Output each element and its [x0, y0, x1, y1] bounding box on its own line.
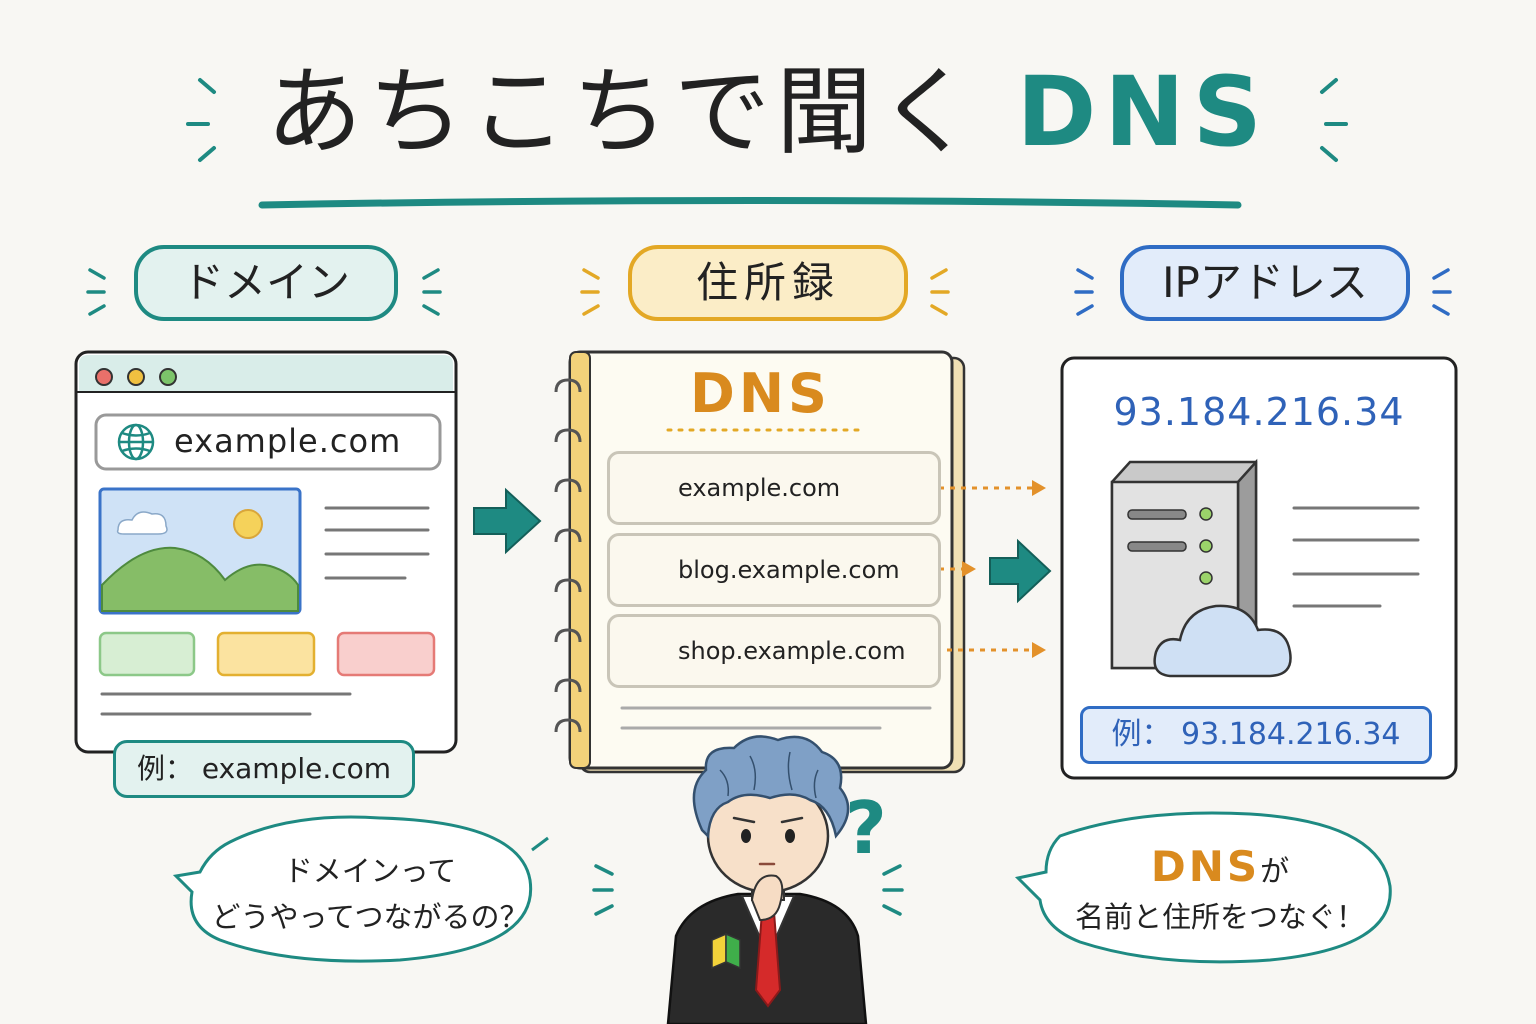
entry-row: example.com [607, 451, 941, 525]
ip-example: 例： 93.184.216.34 [1080, 706, 1432, 764]
pill-sparkles-domain [86, 268, 442, 316]
green-button-shape [98, 631, 196, 677]
ip-address-label: IPアドレス [1120, 245, 1410, 321]
arrow-right-icon [473, 487, 542, 555]
title-sparkles [186, 78, 1348, 162]
cloud-icon [1153, 604, 1292, 678]
arrow-right-icon [989, 538, 1052, 604]
bubble-right-line2: 名前と住所をつなぐ！ [1074, 900, 1365, 934]
pill-sparkles-addr [580, 268, 950, 316]
pill-sparkles-ip [1074, 268, 1452, 316]
server-text-lines [1292, 506, 1420, 608]
red-button-shape [336, 631, 436, 677]
speech-bubble-left-text: ドメインって どうやってつながるの？ [205, 848, 535, 940]
yellow-button-shape [216, 631, 316, 677]
domain-label: ドメイン [134, 245, 398, 321]
domain-example: 例： example.com [113, 740, 415, 798]
landscape-image [98, 487, 302, 615]
character-sparkles [592, 864, 904, 916]
page-title: あちこちで聞く DNS [0, 52, 1536, 172]
entry-domain: shop.example.com [678, 637, 906, 665]
arrowhead-icon [962, 561, 976, 577]
bubble-left-line2: どうやってつながるの？ [211, 900, 529, 934]
speech-bubble-left [172, 815, 533, 963]
server-card [1060, 356, 1458, 780]
title-underline [258, 197, 1242, 209]
speech-bubble-right [1014, 811, 1392, 964]
window-close-dot [95, 368, 113, 386]
address-book-label: 住所録 [628, 245, 908, 321]
bubble-left-line1: ドメインって [283, 854, 457, 888]
title-accent: DNS [1016, 56, 1270, 168]
title-text: あちこちで聞く [266, 56, 981, 168]
address-book-title: DNS [690, 362, 831, 425]
bubble-right-line1: が [1260, 854, 1290, 888]
ip-address-value: 93.184.216.34 [1113, 390, 1405, 434]
arrowhead-icon [1032, 480, 1046, 496]
window-max-dot [159, 368, 177, 386]
spiral-rings [554, 378, 582, 733]
beginner-mark-icon [711, 932, 727, 970]
entry-row: blog.example.com [607, 533, 941, 607]
character-illustration [666, 735, 868, 1024]
globe-icon [117, 423, 155, 461]
url-bar [94, 413, 442, 471]
speech-bubble-right-text: DNSが 名前と住所をつなぐ！ [1070, 844, 1370, 940]
window-min-dot [127, 368, 145, 386]
entry-row: shop.example.com [607, 614, 941, 688]
text-lines [100, 506, 430, 716]
browser-window [74, 350, 458, 754]
question-mark: ? [845, 786, 887, 870]
arrowhead-icon [1032, 642, 1046, 658]
url-bar-text: example.com [174, 422, 402, 460]
entry-domain: example.com [678, 474, 841, 502]
bubble-right-accent: DNS [1150, 842, 1261, 891]
entry-domain: blog.example.com [678, 556, 900, 584]
